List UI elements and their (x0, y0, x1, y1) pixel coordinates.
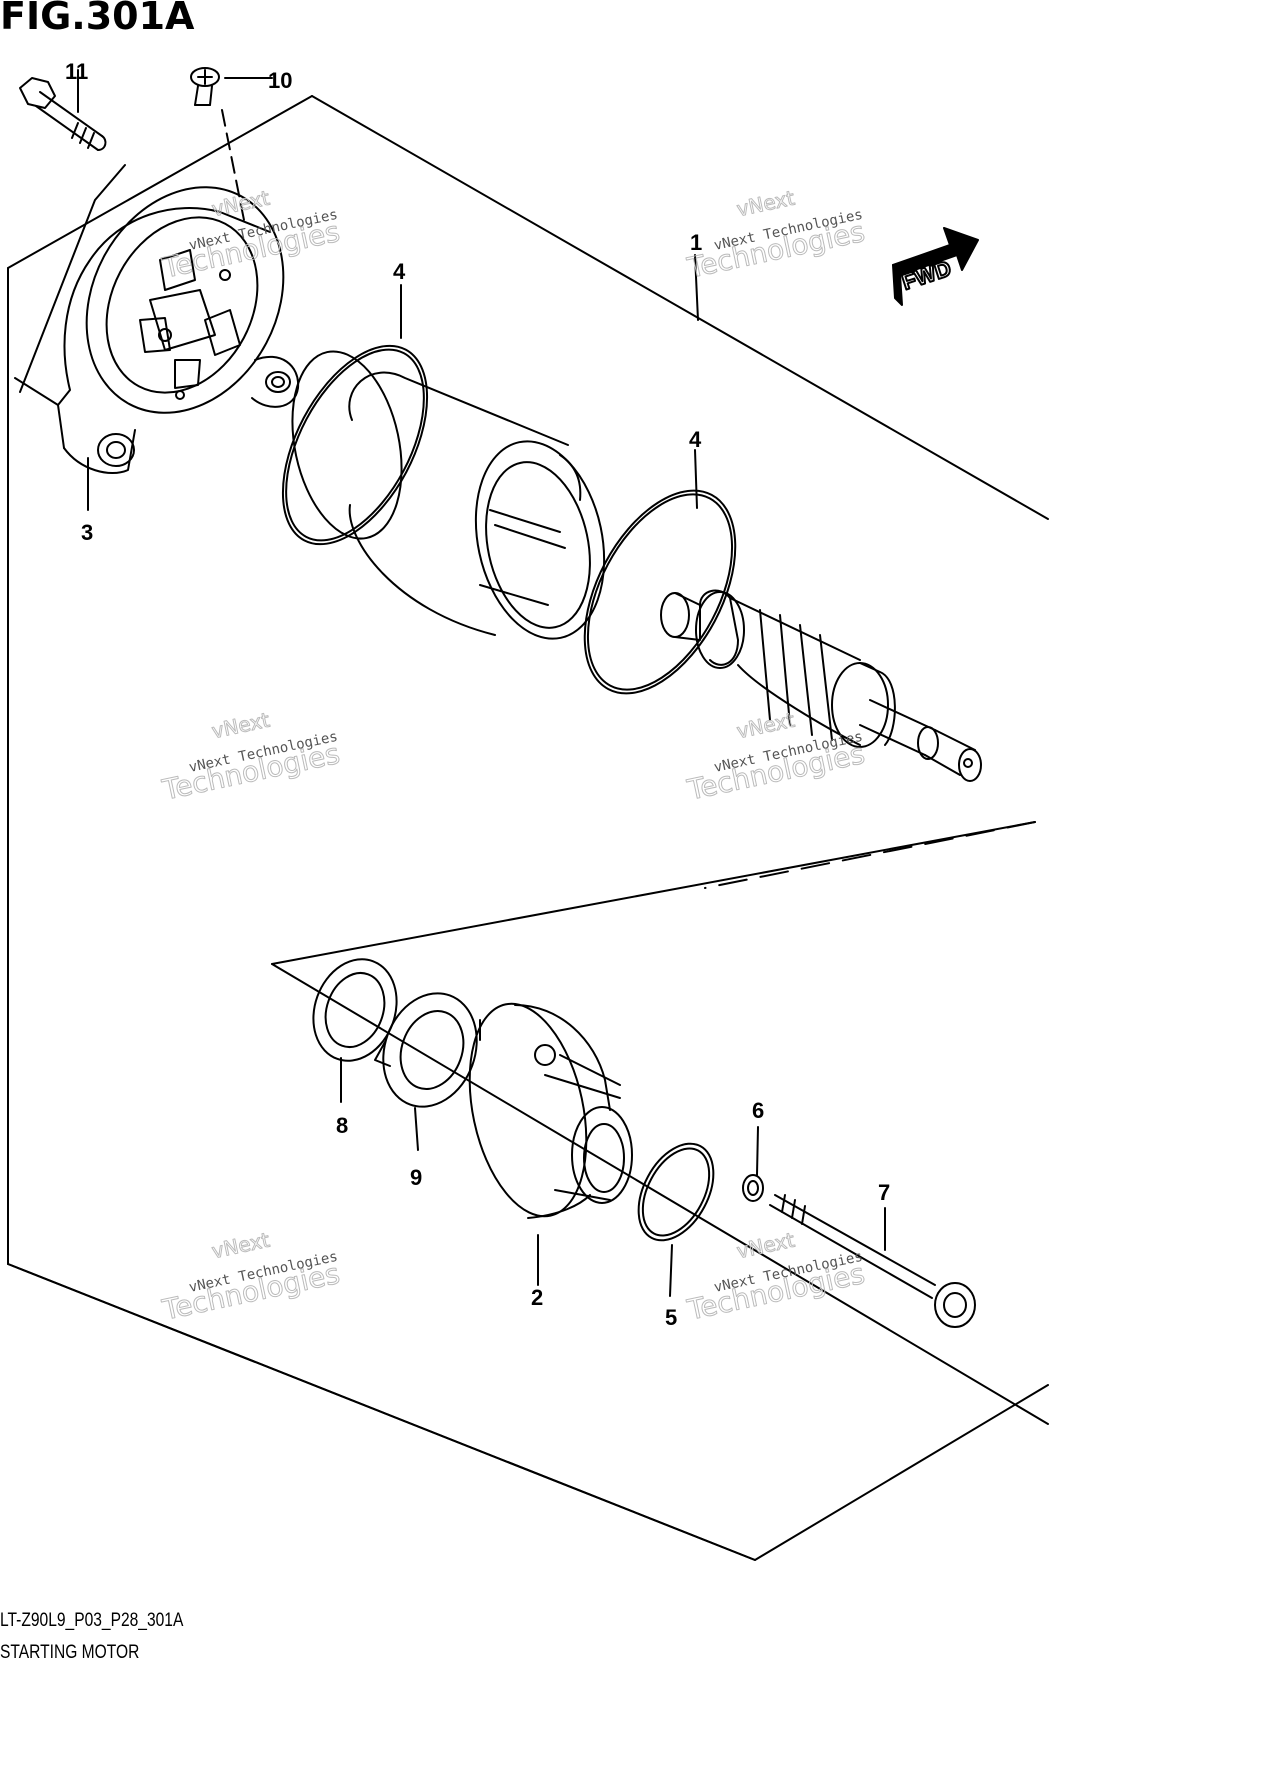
svg-text:vNext: vNext (735, 1228, 797, 1264)
callout-6: 6 (752, 1098, 764, 1123)
figure-title: FIG.301A (0, 0, 195, 38)
callout-11: 11 (65, 59, 88, 84)
yoke-housing (291, 350, 606, 640)
svg-text:vNext: vNext (735, 186, 797, 222)
figure-name: STARTING MOTOR (0, 1642, 140, 1663)
front-bracket (468, 1002, 633, 1219)
svg-text:vNext: vNext (210, 708, 272, 744)
callout-1: 1 (690, 230, 702, 255)
fwd-direction-arrow: FWD (892, 227, 979, 306)
svg-text:vNext: vNext (210, 1228, 272, 1264)
callout-4-oring-rear: 4 (689, 427, 702, 452)
callout-labels: 1 2 3 4 4 5 6 7 8 9 10 11 (65, 59, 890, 1330)
washer-8 (312, 958, 398, 1062)
callout-7: 7 (878, 1180, 890, 1205)
o-ring-rear (583, 489, 737, 695)
callout-5: 5 (665, 1305, 677, 1330)
leader-lines (87, 254, 886, 1297)
callout-9: 9 (410, 1165, 422, 1190)
callout-3: 3 (81, 520, 93, 545)
watermark-group: vNext vNext Technologies Technologies vN… (158, 185, 868, 1327)
svg-text:vNext: vNext (735, 708, 797, 744)
svg-text:vNext: vNext (210, 186, 272, 222)
callout-8: 8 (336, 1113, 348, 1138)
callout-10: 10 (268, 68, 292, 93)
through-bolt-7 (769, 1194, 976, 1328)
o-ring-front (281, 344, 429, 546)
o-ring-5 (637, 1142, 715, 1242)
bolt-11 (19, 69, 107, 151)
figure-code: LT-Z90L9_P03_P28_301A (0, 1610, 184, 1631)
callout-2: 2 (531, 1285, 543, 1310)
assembly-outline (7, 95, 1049, 1561)
screw-10 (190, 67, 273, 226)
lock-washer-9 (374, 992, 481, 1108)
callout-4-oring-front: 4 (393, 259, 406, 284)
washer-6 (742, 1174, 764, 1202)
rear-end-cover (14, 164, 300, 474)
armature (660, 589, 982, 782)
